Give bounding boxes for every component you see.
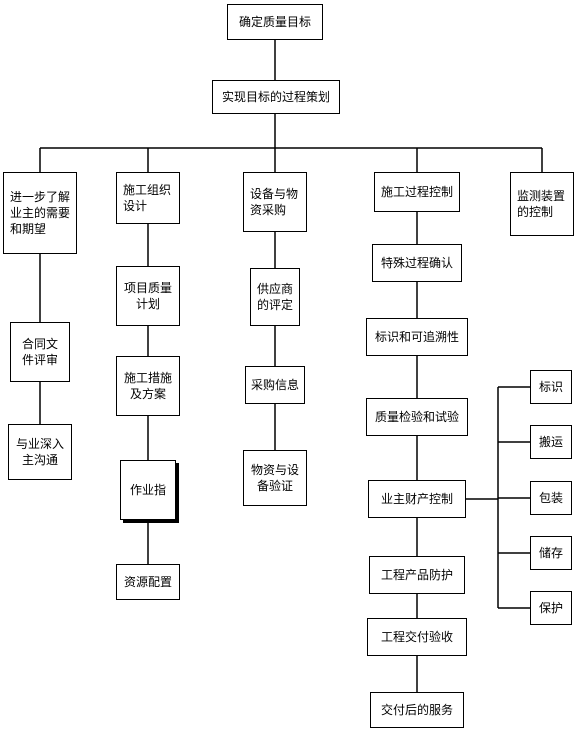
branch-process-control: 施工过程控制 [374, 172, 460, 212]
node-owner-property: 业主财产控制 [368, 480, 466, 518]
property-item-marking: 标识 [530, 370, 572, 404]
branch-understand-owner: 进一步了解 业主的需要 和期望 [3, 172, 77, 254]
node-owner-communication: 与业深入 主沟通 [8, 424, 72, 480]
root-node: 确定质量目标 [227, 4, 323, 40]
property-item-protection: 保护 [530, 591, 572, 625]
node-purchase-info: 采购信息 [245, 366, 305, 404]
branch-construction-design: 施工组织 设计 [116, 172, 180, 224]
node-quality-plan: 项目质量 计划 [116, 266, 180, 326]
node-delivery-acceptance: 工程交付验收 [367, 618, 467, 656]
planning-node: 实现目标的过程策划 [212, 80, 340, 114]
node-construction-measures: 施工措施 及方案 [116, 356, 180, 416]
property-item-handling: 搬运 [530, 425, 572, 459]
branch-procurement: 设备与物 资采购 [243, 172, 307, 232]
node-supplier-evaluation: 供应商 的评定 [250, 268, 300, 326]
node-contract-review: 合同文 件评审 [10, 322, 70, 382]
node-material-verification: 物资与设 备验证 [243, 450, 307, 506]
property-item-packaging: 包装 [530, 481, 572, 515]
branch-monitoring-devices: 监测装置 的控制 [510, 172, 574, 236]
node-resource-allocation: 资源配置 [116, 564, 180, 600]
node-after-delivery-service: 交付后的服务 [370, 692, 464, 728]
node-product-protection: 工程产品防护 [369, 556, 465, 594]
property-item-storage: 储存 [530, 536, 572, 570]
node-traceability: 标识和可追溯性 [366, 318, 468, 356]
node-work-guide: 作业指 [120, 460, 176, 520]
node-inspection-testing: 质量检验和试验 [366, 398, 468, 436]
node-special-process: 特殊过程确认 [372, 244, 462, 282]
